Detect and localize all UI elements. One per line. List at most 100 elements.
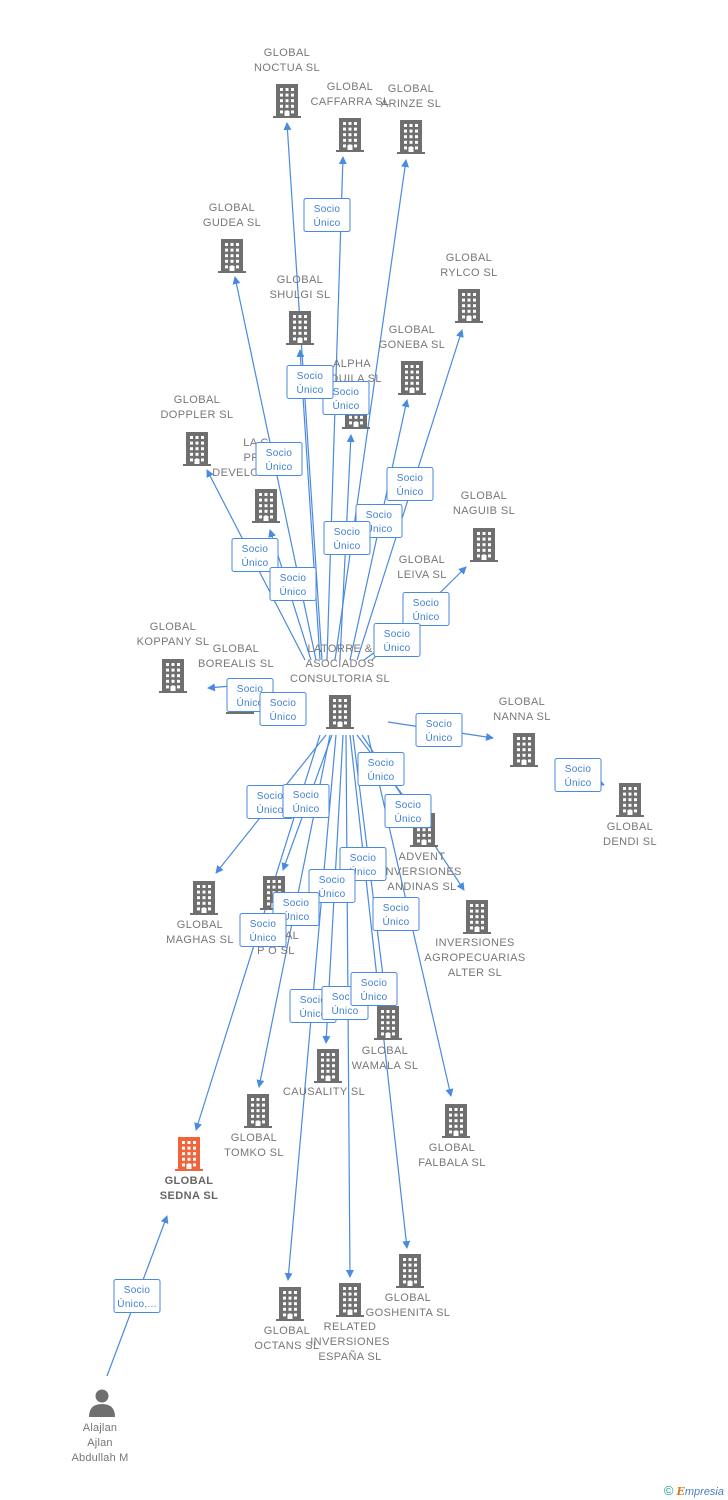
- node-label: GLOBAL: [231, 1132, 277, 1144]
- edge-label-text: Socio: [266, 448, 293, 459]
- edge-label-text: Socio: [270, 698, 297, 709]
- building-icon: [463, 900, 491, 934]
- edge-label-text: Socio: [350, 853, 377, 864]
- edge-label-text: Socio: [124, 1285, 151, 1296]
- edge-labels-layer: SocioÚnicoSocioÚnicoSocioÚnicoSocioÚnico…: [113, 198, 602, 1313]
- node-label: LATORRE &: [308, 643, 373, 655]
- edge-label-text: Socio: [426, 719, 453, 730]
- edge-label-text: Socio: [332, 992, 359, 1003]
- edge-label-text: Único: [365, 522, 392, 535]
- edge-label-text: Socio: [397, 473, 424, 484]
- edge-label-text: Socio: [314, 204, 341, 215]
- node-label: DENDI SL: [603, 836, 657, 848]
- edge-label-text: Único: [367, 770, 394, 783]
- node-label: GLOBAL: [165, 1175, 214, 1187]
- node-label: RELATED: [324, 1321, 377, 1333]
- node-label: ESPAÑA SL: [318, 1350, 381, 1363]
- node-label: ADVENT: [398, 851, 445, 863]
- node-label: GOSHENITA SL: [366, 1307, 451, 1319]
- node-label: GLOBAL: [362, 1045, 408, 1057]
- building-icon: [616, 783, 644, 817]
- node-causality[interactable]: CAUSALITY SL: [283, 1049, 365, 1098]
- brand-logo-e: E: [676, 1485, 685, 1498]
- edge-label-box: [357, 752, 405, 786]
- edge-label-text: Único,...: [117, 1297, 156, 1310]
- footer-brand[interactable]: ©Empresia: [664, 1483, 724, 1498]
- building-icon: [244, 1094, 272, 1128]
- building-icon: [286, 311, 314, 345]
- node-label: RYLCO SL: [440, 267, 497, 279]
- edge-label-box: [386, 467, 434, 501]
- building-icon: [159, 659, 187, 693]
- edge-label-text: Único: [313, 216, 340, 229]
- building-icon: [276, 1287, 304, 1321]
- edge-label-box: [373, 623, 421, 657]
- edge-label-text: Socio: [384, 629, 411, 640]
- edge-label-text: Único: [249, 931, 276, 944]
- edge-label-box: [282, 784, 330, 818]
- edge-label-box: [415, 713, 463, 747]
- node-label: GUDEA SL: [203, 217, 261, 229]
- edge-label-alajlan-sedna[interactable]: SocioÚnico,...: [113, 1279, 161, 1313]
- edge-label-text: Único: [331, 1004, 358, 1017]
- node-label: BOREALIS SL: [198, 658, 274, 670]
- node-label: GLOBAL: [277, 274, 323, 286]
- node-label: CAFFARRA SL: [311, 96, 390, 108]
- edge-label-text: Socio: [565, 764, 592, 775]
- node-label: GLOBAL: [607, 821, 653, 833]
- edge-label-text: Único: [383, 641, 410, 654]
- node-related[interactable]: RELATED INVERSIONES ESPAÑA SL: [310, 1283, 390, 1363]
- node-label: KOPPANY SL: [137, 636, 210, 648]
- edge-label-text: Socio: [319, 875, 346, 886]
- node-dendi[interactable]: GLOBAL DENDI SL: [603, 783, 657, 848]
- edge-label-text: Único: [382, 915, 409, 928]
- edge-label-text: Socio: [395, 800, 422, 811]
- building-icon: [398, 361, 426, 395]
- node-label: INVERSIONES: [310, 1336, 390, 1348]
